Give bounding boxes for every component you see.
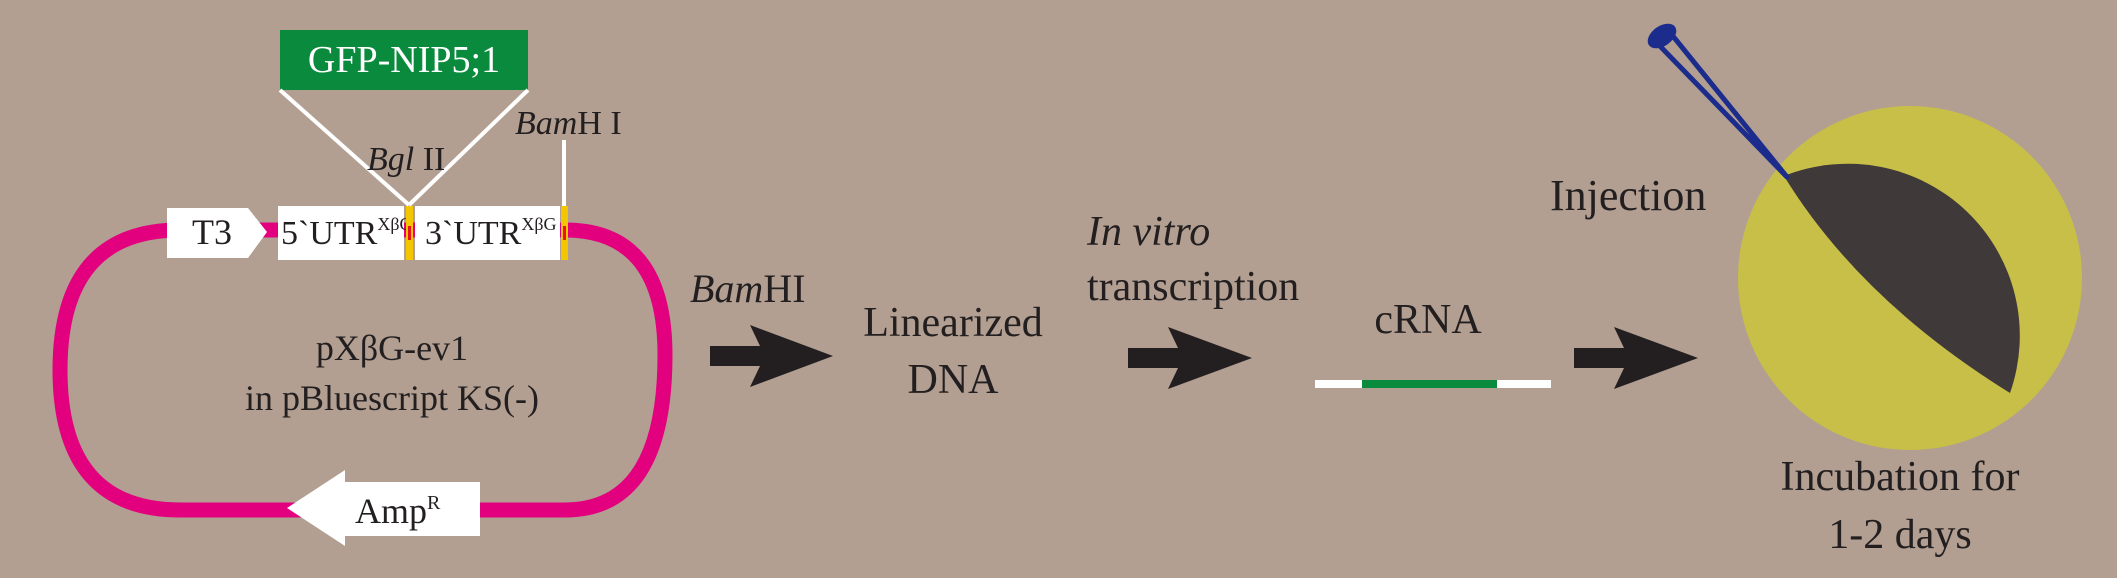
utr3-superscript: XβG [521, 214, 556, 234]
linearized-dna-line2: DNA [908, 357, 1000, 403]
arrow-right-icon [1574, 327, 1698, 389]
insert-gfp-nip5: GFP-NIP5;1 [278, 30, 530, 207]
oocyte [1738, 106, 2082, 450]
utr3-label: 3`UTR [425, 215, 522, 252]
transcription-line1: In vitro [1086, 209, 1210, 255]
transcription-line2: transcription [1087, 264, 1299, 310]
vector-name-line2: in pBluescript KS(-) [245, 378, 539, 418]
t3-label: T3 [192, 212, 232, 252]
bglii-site-marker [406, 206, 413, 260]
utr3-box: 3`UTRXβG [415, 206, 560, 260]
bamhi-site-marker [561, 140, 568, 260]
digest-enzyme-label: BamHI [690, 266, 806, 311]
utr5-box: 5`UTRXβG [278, 206, 412, 260]
svg-text:5`UTRXβG: 5`UTRXβG [281, 214, 412, 252]
ampr-superscript: R [427, 492, 441, 514]
svg-text:3`UTRXβG: 3`UTRXβG [425, 214, 556, 252]
vector-name-line1: pXβG-ev1 [316, 328, 468, 368]
t3-promoter-arrow: T3 [167, 208, 267, 258]
svg-text:AmpR: AmpR [355, 491, 441, 531]
insert-connector-left [278, 88, 411, 207]
insert-connector-right [407, 88, 530, 207]
bamhi-site-label: BamH I [515, 105, 622, 142]
incubation-line2: 1-2 days [1828, 512, 1971, 558]
ampr-label: Amp [355, 491, 427, 531]
ampr-arrow: AmpR [287, 470, 480, 546]
incubation-line1: Incubation for [1780, 454, 2019, 500]
utr5-label: 5`UTR [281, 215, 378, 252]
utr5-superscript: XβG [377, 214, 412, 234]
crna-label: cRNA [1374, 297, 1482, 343]
arrow-right-icon [710, 325, 833, 387]
injection-label: Injection [1550, 171, 1706, 220]
insert-label: GFP-NIP5;1 [308, 39, 500, 81]
bglii-site-label: Bgl II [367, 141, 445, 178]
linearized-dna-line1: Linearized [863, 300, 1043, 346]
plasmid-ring [52, 222, 673, 518]
arrow-right-icon [1128, 327, 1252, 389]
oocyte-animal-pole [1784, 163, 2020, 393]
injection-needle-icon [1647, 23, 1790, 180]
crna-strand [1315, 380, 1551, 388]
